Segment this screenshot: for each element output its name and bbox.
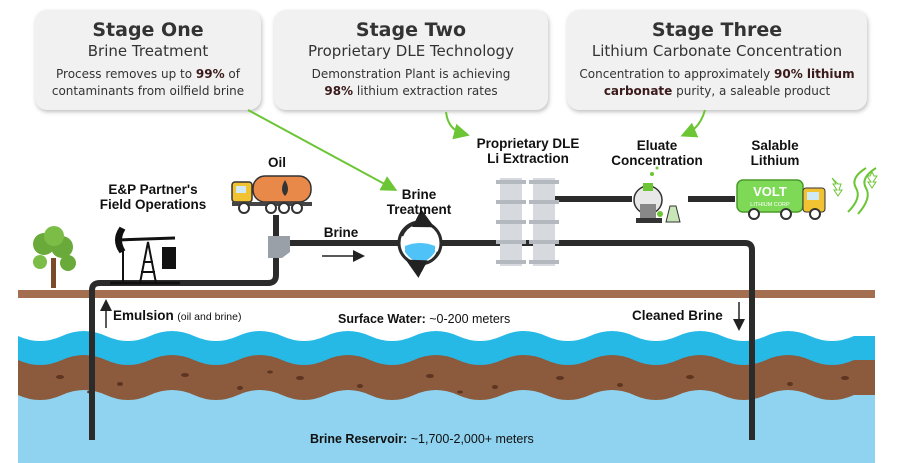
eluate-concentration-label-line1: Eluate	[636, 138, 678, 153]
surface-water-label: Surface Water: ~0-200 meters	[338, 312, 510, 326]
stage-three-subtitle: Lithium Carbonate Concentration	[591, 42, 843, 60]
oil-tanker-truck-icon	[231, 175, 312, 214]
brine-treatment-label: Brine Treatment	[378, 187, 460, 217]
ep-partner-label-line2: Field Operations	[99, 197, 207, 212]
oil-label: Oil	[267, 155, 286, 170]
brine-reservoir-layer	[18, 390, 875, 463]
stage-three-box: Stage Three Lithium Carbonate Concentrat…	[567, 10, 867, 110]
ground-surface	[18, 290, 875, 298]
brine-treatment-label-line1: Brine	[401, 187, 437, 202]
cleaned-brine-label: Cleaned Brine	[632, 308, 723, 323]
brine-reservoir-label-text: Brine Reservoir:	[310, 432, 408, 446]
soil-layer	[18, 355, 875, 400]
dle-extraction-label-line1: Proprietary DLE	[476, 136, 580, 151]
brine-treatment-icon	[397, 209, 443, 278]
pipeline	[89, 196, 755, 440]
stage-one-subtitle: Brine Treatment	[87, 42, 209, 60]
stage-three-arrow	[680, 109, 706, 138]
surface-water-value: ~0-200 meters	[429, 312, 511, 326]
stage-three-title: Stage Three	[651, 19, 783, 41]
stage-two-desc-bold: 98%	[324, 84, 354, 98]
stage-one-arrow	[247, 109, 398, 191]
stage-three-desc-text: Concentration to approximately	[579, 67, 775, 81]
road-trees-icon	[831, 167, 878, 215]
emulsion-label-text: Emulsion	[113, 308, 174, 323]
separator-valve	[268, 236, 290, 258]
eluate-concentration-label-line2: Concentration	[611, 153, 703, 168]
volt-lithium-truck-icon: VOLT LITHIUM CORP	[736, 179, 826, 220]
brine-reservoir-label: Brine Reservoir: ~1,700-2,000+ meters	[310, 432, 534, 446]
tree-icon	[33, 226, 76, 288]
emulsion-label: Emulsion (oil and brine)	[113, 308, 241, 323]
lab-equipment-icon	[633, 166, 681, 223]
stage-two-desc-text-2: lithium extraction rates	[353, 84, 498, 98]
soil-speckles	[56, 370, 849, 394]
ep-partner-label-line1: E&P Partner's	[108, 182, 198, 197]
ground-layers	[18, 290, 875, 463]
stage-three-desc-text-2: purity, a saleable product	[672, 84, 831, 98]
stage-two-desc-text: Demonstration Plant is achieving	[311, 67, 511, 81]
cleaned-brine-label-text: Cleaned Brine	[632, 308, 723, 323]
eluate-concentration-label: Eluate Concentration	[605, 138, 709, 168]
stage-one-desc-text: Process removes up to	[56, 67, 196, 81]
stage-one-title: Stage One	[92, 19, 204, 41]
dle-extraction-label-line2: Li Extraction	[487, 151, 569, 166]
stage-two-title: Stage Two	[355, 19, 467, 41]
salable-lithium-label-line1: Salable	[751, 138, 799, 153]
surface-water-layer	[18, 331, 875, 366]
truck-logo-text: VOLT	[753, 184, 787, 199]
stage-two-arrow	[445, 111, 470, 140]
cleaned-brine-pipe	[440, 240, 755, 440]
stage-one-box: Stage One Brine Treatment Process remove…	[35, 10, 261, 110]
brine-treatment-label-line2: Treatment	[386, 202, 452, 217]
brine-label: Brine	[323, 225, 359, 240]
emulsion-pipe	[89, 243, 279, 440]
stage-three-desc-bold: 90% lithium	[774, 67, 855, 81]
surface-water-label-text: Surface Water:	[338, 312, 426, 326]
salable-lithium-label-line2: Lithium	[750, 153, 800, 168]
salable-lithium-label: Salable Lithium	[740, 138, 810, 168]
stage-one-desc-bold: 99%	[195, 67, 225, 81]
dle-columns-icon	[496, 178, 559, 266]
brine-reservoir-value: ~1,700-2,000+ meters	[410, 432, 534, 446]
stage-one-desc-text-2: of	[224, 67, 240, 81]
stage-three-desc-bold-2: carbonate	[603, 84, 673, 98]
pumpjack-icon	[110, 226, 180, 285]
emulsion-note: (oil and brine)	[177, 311, 242, 323]
truck-logo-subtext: LITHIUM CORP	[750, 202, 790, 208]
dle-extraction-label: Proprietary DLE Li Extraction	[465, 136, 591, 166]
stage-two-subtitle: Proprietary DLE Technology	[308, 42, 514, 60]
stage-three-description: Concentration to approximately 90% lithi…	[567, 66, 867, 100]
stage-arrows	[247, 109, 706, 191]
stage-one-desc-text-3: contaminants from oilfield brine	[51, 84, 245, 98]
stage-two-description: Demonstration Plant is achieving 98% lit…	[274, 66, 548, 100]
stage-one-description: Process removes up to 99% of contaminant…	[35, 66, 261, 100]
ep-partner-label: E&P Partner's Field Operations	[98, 182, 208, 212]
stage-two-box: Stage Two Proprietary DLE Technology Dem…	[274, 10, 548, 110]
